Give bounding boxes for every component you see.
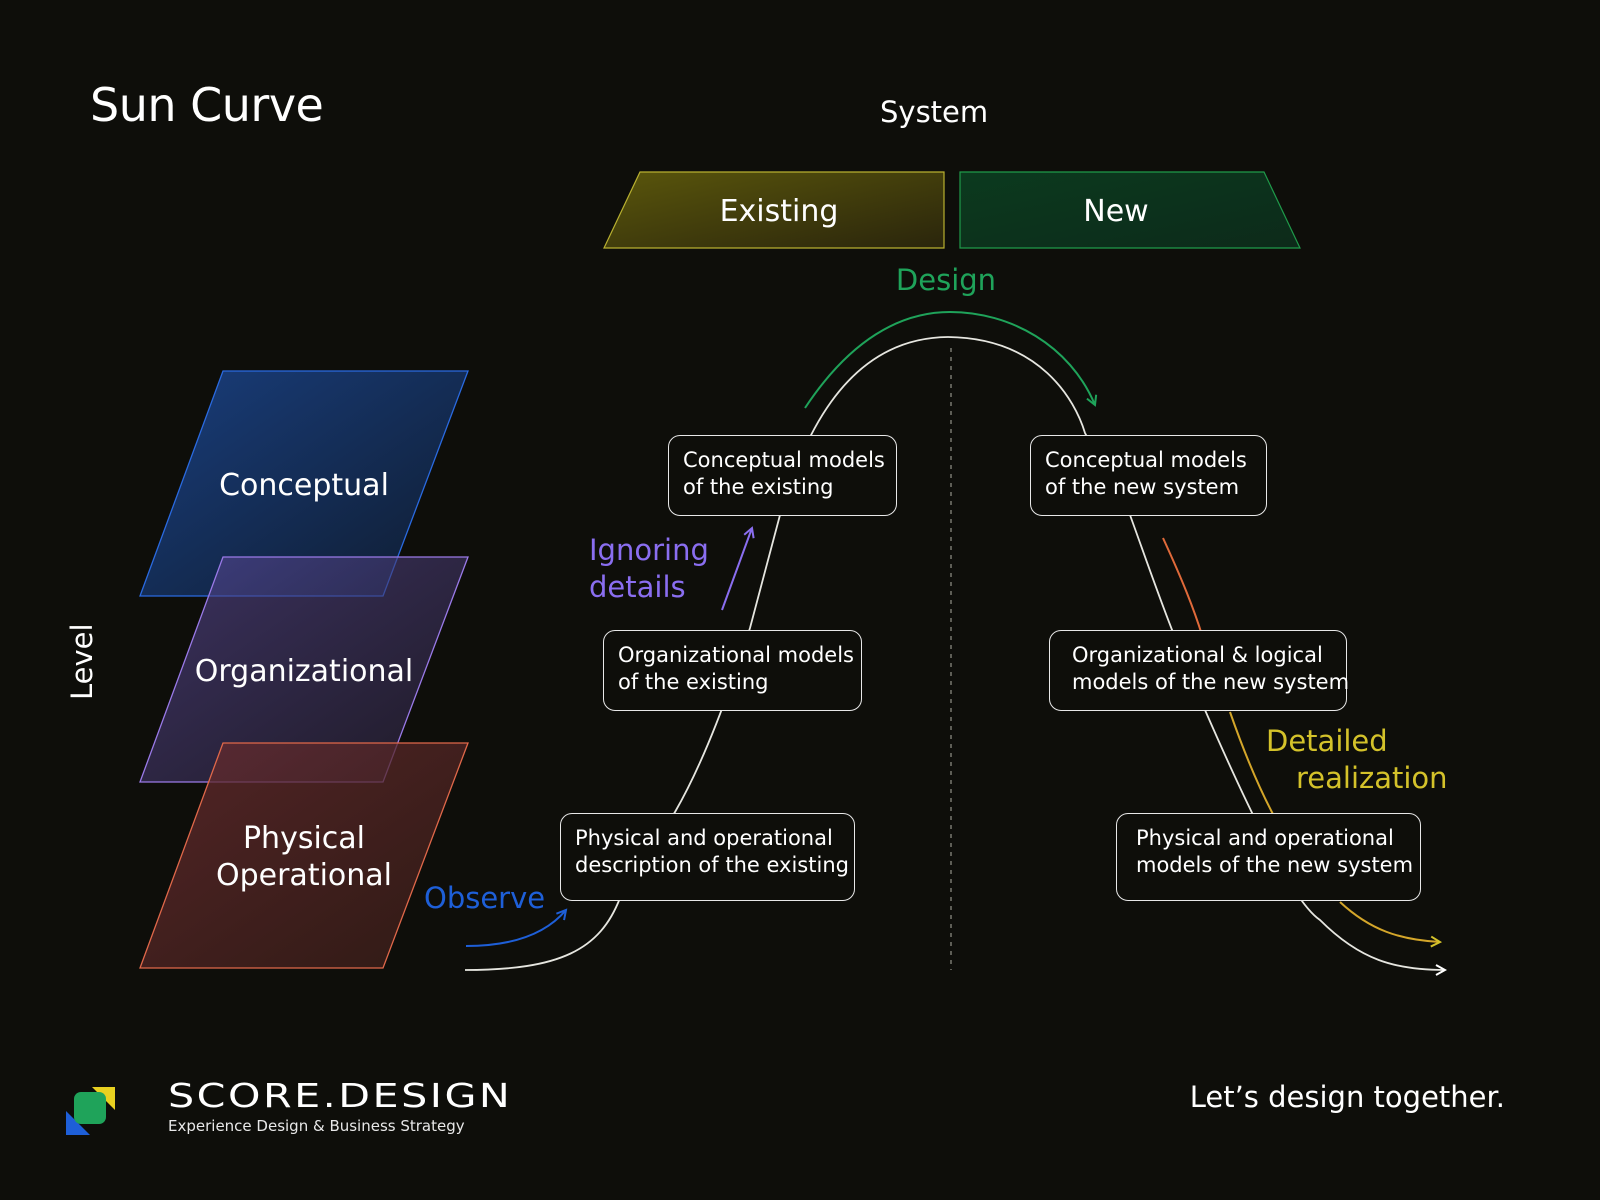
level-plane-physical — [139, 742, 469, 969]
page-title: Sun Curve — [90, 78, 324, 132]
ignoring-label: Ignoring — [589, 533, 709, 567]
level-label-organizational: Organizational — [195, 654, 414, 689]
box-new-physical-line1: Physical and operational — [1136, 826, 1394, 850]
level-label-physical: Physical — [243, 821, 365, 856]
box-existing-conceptual-line1: Conceptual models — [683, 448, 885, 472]
detailed-realization-arrow-top — [1162, 537, 1206, 646]
design-label: Design — [896, 263, 996, 297]
level-label-conceptual: Conceptual — [219, 468, 389, 503]
box-new-conceptual-line1: Conceptual models — [1045, 448, 1247, 472]
tagline: Let’s design together. — [1189, 1080, 1505, 1114]
box-new-physical: Physical and operational models of the n… — [1116, 813, 1421, 901]
observe-label: Observe — [424, 881, 545, 915]
level-label-operational: Operational — [216, 858, 392, 893]
new-tab-label: New — [1083, 194, 1148, 229]
box-new-conceptual: Conceptual models of the new system — [1030, 435, 1267, 516]
box-existing-organizational-line1: Organizational models — [618, 643, 854, 667]
observe-arrow — [465, 910, 566, 947]
brand-name: SCORE.DESIGN — [168, 1076, 513, 1115]
detailed-realization-arrow — [1229, 711, 1440, 942]
ignoring-details-arrow — [721, 528, 752, 611]
new-tab — [959, 171, 1301, 249]
box-existing-conceptual: Conceptual models of the existing — [668, 435, 897, 516]
existing-tab-label: Existing — [720, 194, 839, 229]
realization-label: realization — [1296, 761, 1448, 795]
box-existing-organizational: Organizational models of the existing — [603, 630, 862, 711]
box-new-organizational: Organizational & logical models of the n… — [1049, 630, 1350, 711]
box-new-physical-line2: models of the new system — [1136, 853, 1414, 877]
existing-tab — [603, 171, 945, 249]
design-arrow — [804, 310, 1095, 409]
detailed-label: Detailed — [1266, 724, 1388, 758]
system-axis-label: System — [880, 95, 989, 129]
box-existing-physical-line2: description of the existing — [575, 853, 849, 877]
box-existing-organizational-line2: of the existing — [618, 670, 769, 694]
level-axis-label: Level — [65, 623, 99, 700]
details-label: details — [589, 570, 686, 604]
brand-subtitle: Experience Design & Business Strategy — [168, 1117, 465, 1135]
box-new-conceptual-line2: of the new system — [1045, 475, 1240, 499]
box-new-organizational-line2: models of the new system — [1072, 670, 1350, 694]
box-existing-physical: Physical and operational description of … — [560, 813, 855, 901]
score-design-logo-icon — [66, 1087, 115, 1135]
box-new-organizational-line1: Organizational & logical — [1072, 643, 1323, 667]
box-existing-physical-line1: Physical and operational — [575, 826, 833, 850]
box-existing-conceptual-line2: of the existing — [683, 475, 834, 499]
